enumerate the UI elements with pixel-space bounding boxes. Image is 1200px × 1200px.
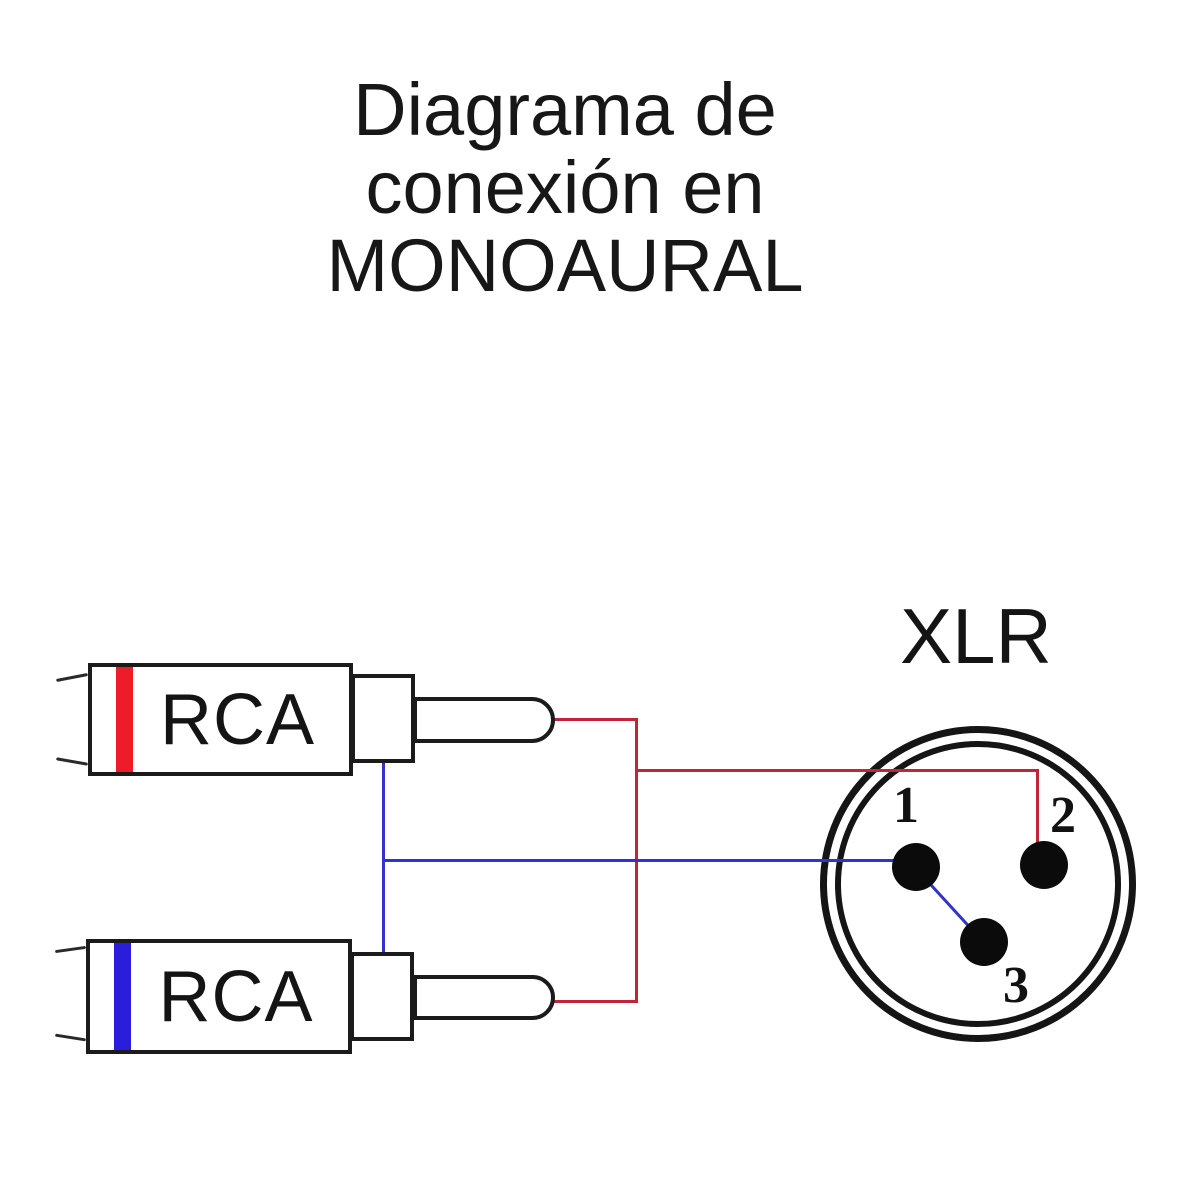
xlr-label: XLR [900, 592, 1052, 680]
title-line-2: conexión en [365, 146, 765, 229]
wire-blue-to-pin1 [382, 859, 917, 862]
wire-red-top-horizontal [550, 718, 638, 721]
wire-red-drop-to-pin2 [1036, 769, 1039, 845]
rca-top-cable-lead-upper [56, 672, 88, 683]
wire-blue-vertical-join [382, 761, 385, 954]
rca-bottom-cable-lead-lower [54, 1033, 87, 1042]
xlr-pin-label-2: 2 [1050, 787, 1076, 844]
xlr-pin-2-dot [1020, 841, 1068, 889]
xlr-pin-3-dot [960, 918, 1008, 966]
rca-top-pin-tube [413, 697, 555, 743]
rca-bottom-body: RCA [86, 939, 352, 1054]
page-title: Diagrama de conexión en MONOAURAL [160, 71, 970, 305]
xlr-inner-circle [835, 741, 1121, 1027]
rca-top-collar [351, 674, 415, 763]
rca-bottom-cable-lead-upper [54, 945, 87, 954]
rca-top-label: RCA [159, 679, 315, 760]
xlr-pin-1-dot [892, 843, 940, 891]
title-line-3: MONOAURAL [326, 224, 804, 307]
wire-red-to-xlr [635, 769, 1039, 772]
xlr-outer-circle [820, 726, 1136, 1042]
title-line-1: Diagrama de [353, 68, 777, 151]
xlr-pin-label-3: 3 [1003, 957, 1029, 1014]
rca-top-body: RCA [88, 663, 353, 776]
rca-bottom-blue-stripe [114, 943, 131, 1050]
wire-red-bottom-horizontal [550, 1000, 638, 1003]
rca-top-cable-lead-lower [55, 757, 89, 766]
rca-bottom-collar [350, 952, 414, 1041]
rca-top-red-stripe [116, 667, 133, 772]
rca-bottom-label: RCA [158, 956, 314, 1037]
xlr-pin-label-1: 1 [893, 777, 919, 834]
rca-bottom-pin-tube [413, 975, 555, 1020]
